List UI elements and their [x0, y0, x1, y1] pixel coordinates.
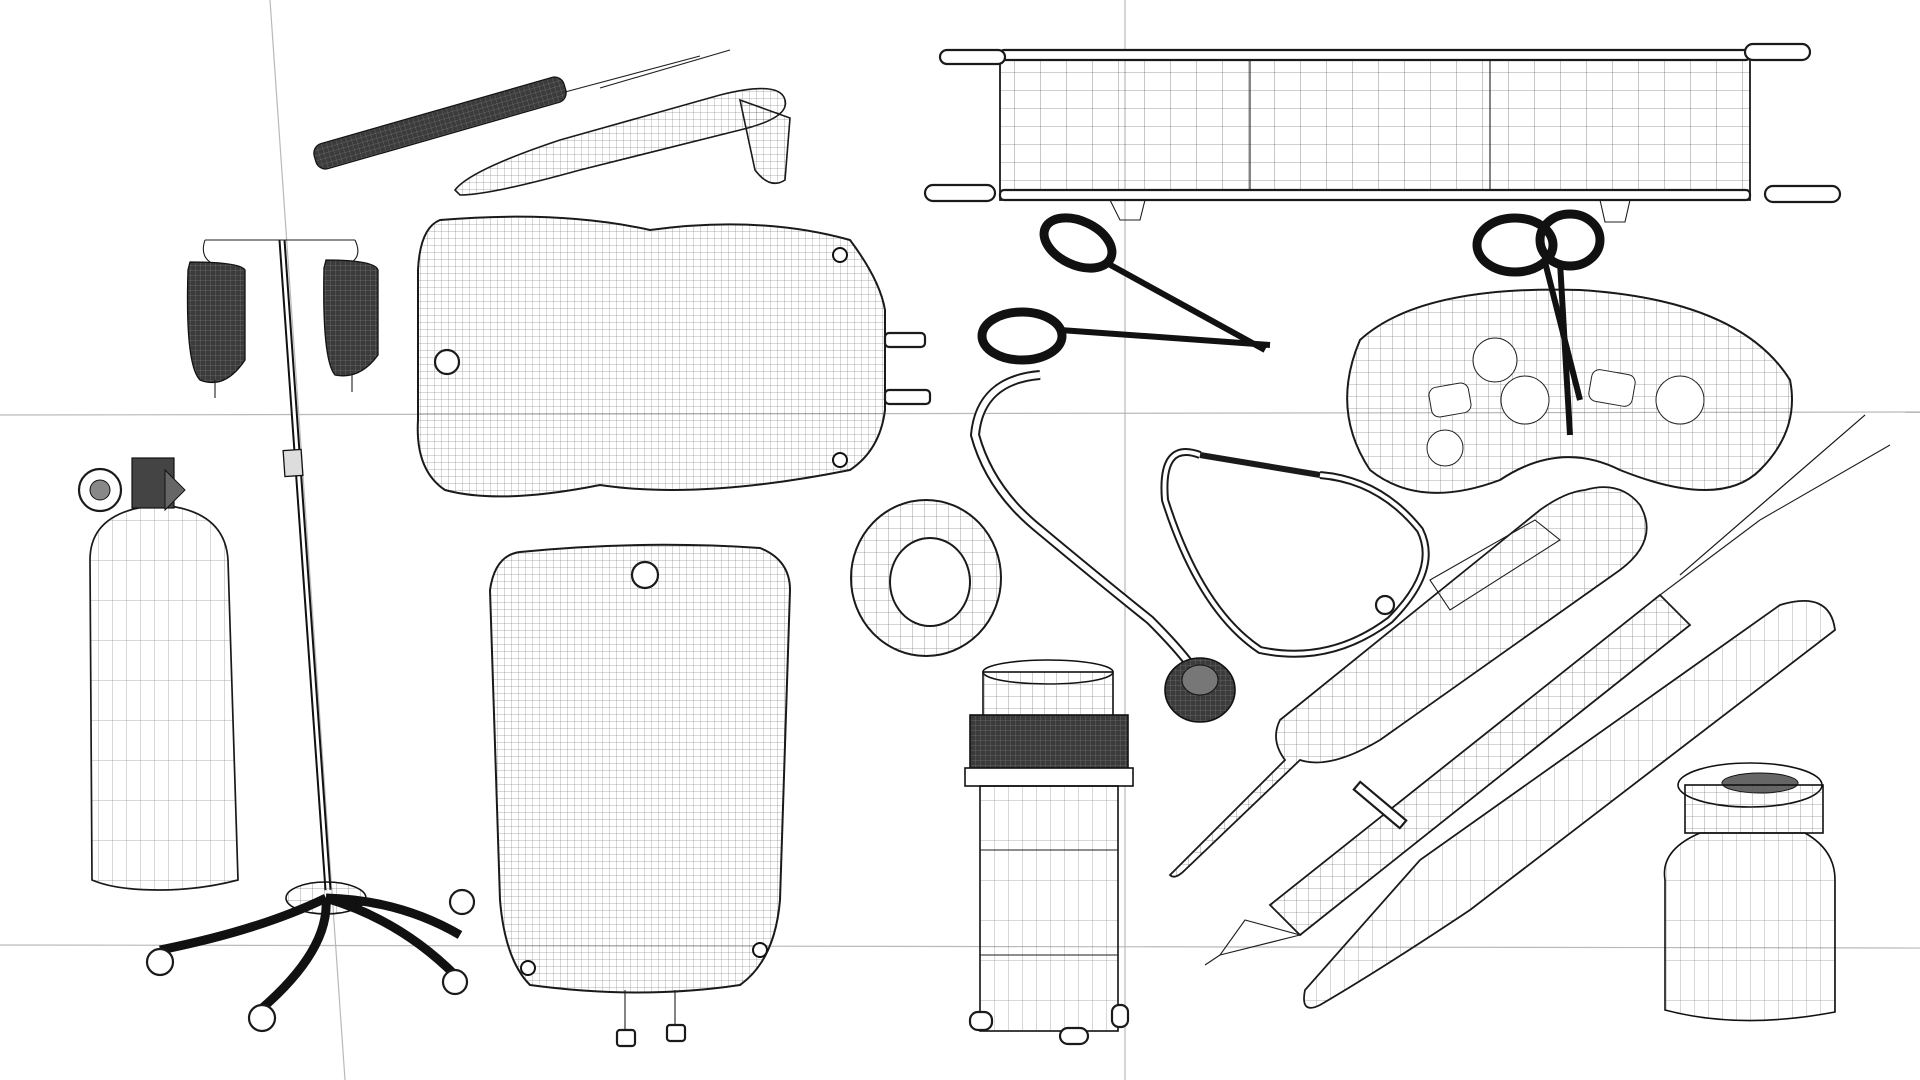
iv-pole-stand [145, 239, 476, 1033]
surgical-scissors-left [977, 213, 1271, 365]
knurled-handle-probe [313, 49, 731, 170]
iv-bag-large-horizontal [416, 215, 932, 498]
folding-stretcher [923, 42, 1842, 223]
pill-bottle-tall [964, 659, 1134, 1046]
adhesive-tape-roll [850, 499, 1002, 657]
iv-bag-large-vertical [488, 543, 792, 1048]
digital-thermometer [1168, 486, 1648, 878]
syringe [1204, 414, 1891, 966]
swab-stick [1303, 600, 1836, 1009]
surgical-scissors-right [1472, 209, 1605, 436]
hanging-iv-bag-right [323, 259, 379, 392]
stethoscope [969, 370, 1430, 723]
pill-bottle-small [1663, 762, 1836, 1022]
oxygen-cylinder [77, 457, 239, 891]
reflex-hammer [453, 87, 791, 196]
hanging-iv-bag-left [186, 261, 246, 398]
